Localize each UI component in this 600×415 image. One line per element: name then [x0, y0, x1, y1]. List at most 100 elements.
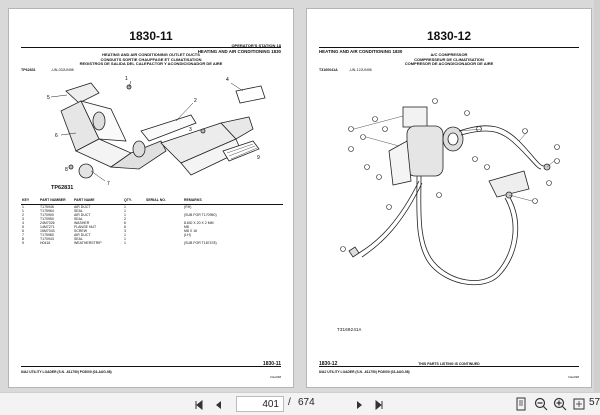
- cell-key: 9: [22, 241, 24, 245]
- footer-rule: [21, 366, 281, 367]
- cell-key: 2: [22, 213, 24, 217]
- cell-qty: 1: [124, 205, 126, 209]
- parts-table-header: KEY PART NUMBER PART NAME QTY. SERIAL NO…: [21, 198, 283, 205]
- figure-ref: -UN-12JUN98: [349, 68, 372, 72]
- figure-id: T3160041A: [319, 68, 338, 72]
- callout-9: 9: [257, 155, 260, 161]
- first-page-button[interactable]: [192, 398, 206, 411]
- callout-5: 5: [47, 95, 50, 101]
- cell-qty: 6: [124, 225, 126, 229]
- footer-small: Flash98: [568, 375, 579, 379]
- callout-8: 8: [65, 167, 68, 173]
- cell-remarks: (RH): [184, 205, 192, 209]
- cell-qty: 2: [124, 217, 126, 221]
- cell-key: 1: [22, 205, 24, 209]
- cell-part-name: SEAL: [74, 217, 83, 221]
- footer-small: Flash98: [270, 375, 281, 379]
- callout-6: 6: [55, 133, 58, 139]
- page-view-icon[interactable]: [514, 397, 528, 411]
- cell-remarks: (SUB FOR T187478): [184, 241, 217, 245]
- cell-remarks: M8 X 16: [184, 229, 198, 233]
- callout-1: 1: [125, 76, 128, 82]
- cell-qty: 1: [124, 233, 126, 237]
- cell-part-name: AIR DUCT: [74, 213, 91, 217]
- callout-4: 4: [226, 77, 229, 83]
- title-es: REGISTROS DE SALIDA DEL CALEFACTOR Y ACO…: [79, 61, 223, 67]
- zoom-out-icon[interactable]: [534, 397, 548, 411]
- title-fr: COMPRESSEUR DE CLIMATISATION: [414, 56, 484, 62]
- previous-page-icon: [216, 400, 221, 409]
- previous-page-button[interactable]: [212, 398, 226, 411]
- section-title: HEATING AND AIR CONDITIONING 1830: [319, 49, 403, 54]
- cell-key: 6: [22, 229, 24, 233]
- cell-part-number: 24M7026: [40, 221, 55, 225]
- figure-ref: -UN-03JUN98: [51, 68, 74, 72]
- header-rule: [319, 47, 579, 48]
- page-separator: /: [288, 397, 291, 408]
- col-remarks: REMARKS: [183, 198, 283, 205]
- next-page-icon: [357, 400, 362, 409]
- cell-part-number: T175980: [40, 233, 54, 237]
- last-page-button[interactable]: [372, 398, 386, 411]
- cell-part-number: T170950: [40, 217, 54, 221]
- cell-part-number: T175964: [40, 209, 54, 213]
- cell-qty: 6: [124, 221, 126, 225]
- title-fr: CONDUITS SORTIE CHAUFFAGE ET CLIMATISATI…: [100, 56, 202, 62]
- cell-part-name: AIR DUCT: [74, 233, 91, 237]
- cell-part-name: FLANGE NUT: [74, 225, 97, 229]
- col-serial: SERIAL NO.: [145, 198, 183, 205]
- col-key: KEY: [21, 198, 39, 205]
- cell-key: 8: [22, 237, 24, 241]
- cell-key: 1: [22, 209, 24, 213]
- table-row: 3 T170950 SEAL 2: [21, 217, 283, 221]
- footer-text: 844J UTILITY LOADER (S.N. -611750) PC600…: [319, 370, 410, 374]
- col-qty: QTY.: [123, 198, 145, 205]
- cell-part-number: T170943: [40, 237, 54, 241]
- document-viewer: 1830-11 OPERATOR'S STATION 18 HEATING AN…: [0, 0, 600, 392]
- cell-part-name: AIR DUCT: [74, 205, 91, 209]
- cell-serial: [145, 241, 183, 245]
- ac-compressor-diagram: [340, 98, 560, 286]
- cell-part-name: SEAL: [74, 237, 83, 241]
- cell-remarks: M8: [184, 225, 189, 229]
- zoom-level[interactable]: 57: [589, 397, 600, 408]
- title-es: COMPRESOR DE ACONDICIONADOR DE AIRE: [404, 61, 494, 67]
- first-page-icon: [195, 399, 203, 410]
- cell-part-number: 14M7271: [40, 225, 55, 229]
- cell-remarks: 8.6ID X 20 X 2 MM: [184, 221, 214, 225]
- cell-part-name: SCREW: [74, 229, 88, 233]
- fit-page-icon[interactable]: [572, 397, 586, 411]
- cell-part-name: WASHER: [74, 221, 90, 225]
- footer-rule: [319, 366, 579, 367]
- section-title: HEATING AND AIR CONDITIONING 1830: [197, 49, 281, 54]
- cell-qty: 1: [124, 241, 126, 245]
- table-row: 5 14M7271 FLANGE NUT 6 M8: [21, 225, 283, 229]
- page-number-input[interactable]: 401: [236, 396, 284, 412]
- callout-3: 3: [189, 127, 192, 133]
- cell-key: 5: [22, 225, 24, 229]
- viewer-toolbar: 401 / 674 57: [0, 392, 600, 415]
- cell-qty: 1: [124, 213, 126, 217]
- figure-label: TP62831: [51, 185, 74, 191]
- cell-key: 3: [22, 217, 24, 221]
- cell-part-name: WEATHERSTRIP: [74, 241, 102, 245]
- figure-titles: A/C COMPRESSOR COMPRESSEUR DE CLIMATISAT…: [307, 52, 591, 67]
- cell-part-name: SEAL: [74, 209, 83, 213]
- callout-7: 7: [107, 181, 110, 187]
- footer-text: 844J UTILITY LOADER (S.N. -611750) PC600…: [21, 370, 112, 374]
- cell-remarks: (LH): [184, 233, 191, 237]
- last-page-icon: [375, 399, 383, 410]
- parts-table: KEY PART NUMBER PART NAME QTY. SERIAL NO…: [21, 198, 283, 245]
- figure-titles: HEATING AND AIR CONDITIONING OUTLET DUCT…: [9, 52, 293, 67]
- figure-label: T3160241A: [337, 328, 362, 333]
- vertical-scrollbar[interactable]: [594, 0, 600, 392]
- next-page-button[interactable]: [352, 398, 366, 411]
- zoom-in-icon[interactable]: [553, 397, 567, 411]
- page-header-right: OPERATOR'S STATION 18: [231, 43, 281, 48]
